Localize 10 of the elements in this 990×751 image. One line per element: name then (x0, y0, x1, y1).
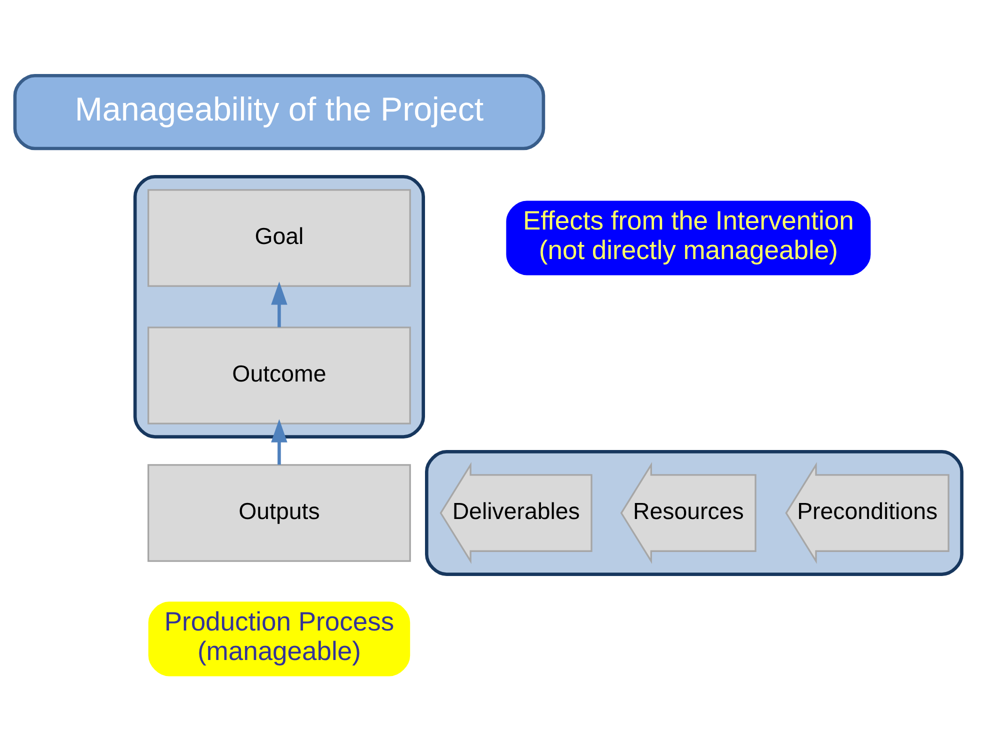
node-box: Outputs (148, 464, 411, 562)
cluster (425, 450, 964, 576)
arrow (271, 419, 288, 465)
arrow (271, 282, 288, 328)
node-box: Production Process (manageable) (148, 602, 410, 676)
cluster (133, 175, 425, 438)
node-box: Outcome (148, 326, 411, 424)
node-box: Goal (148, 189, 411, 287)
node-box: Manageability of the Project (13, 74, 546, 150)
node-box: Effects from the Intervention (not directly manageable) (506, 200, 871, 276)
